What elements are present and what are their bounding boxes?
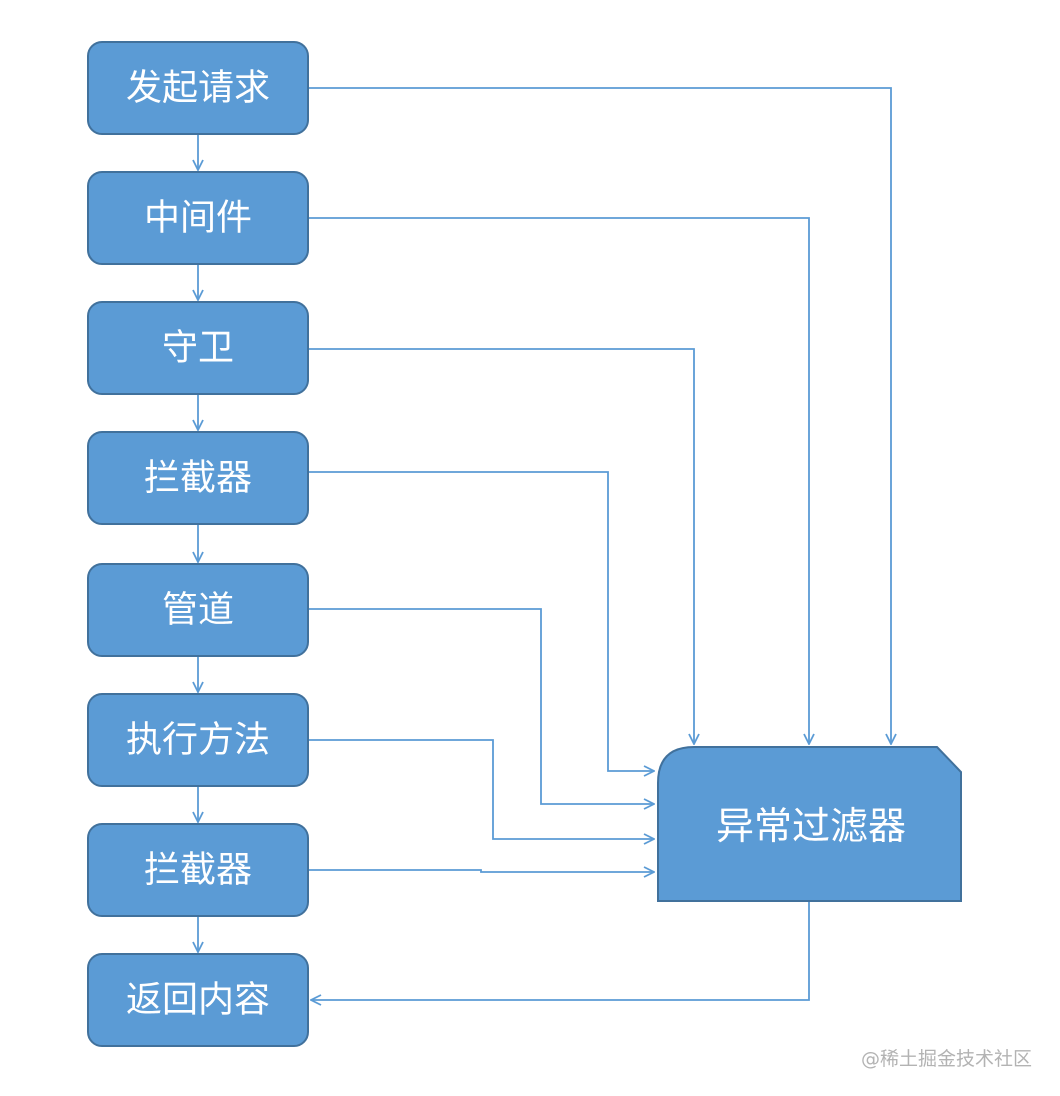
step-label: 中间件 [144, 198, 252, 239]
exception-arrow-interceptor-before [308, 471, 654, 771]
step-interceptor-after: 拦截器 [87, 823, 309, 917]
step-label: 拦截器 [144, 458, 252, 499]
step-pipe: 管道 [87, 563, 309, 657]
step-label: 执行方法 [126, 720, 270, 761]
exception-arrow-middleware [308, 217, 809, 744]
exception-arrow-request [308, 87, 891, 744]
step-handler: 执行方法 [87, 693, 309, 787]
step-label: 拦截器 [144, 850, 252, 891]
exception-arrow-guard [308, 348, 694, 744]
step-label: 返回内容 [126, 980, 270, 1021]
step-label: 守卫 [162, 328, 234, 369]
exception-arrow-pipe [308, 608, 654, 804]
step-request: 发起请求 [87, 41, 309, 135]
exception-filter-label: 异常过滤器 [716, 804, 906, 848]
step-guard: 守卫 [87, 301, 309, 395]
watermark: @稀土掘金技术社区 [860, 1048, 1032, 1070]
step-label: 发起请求 [126, 68, 270, 109]
step-middleware: 中间件 [87, 171, 309, 265]
exception-arrow-handler [308, 739, 654, 839]
step-interceptor-before: 拦截器 [87, 431, 309, 525]
step-label: 管道 [162, 590, 234, 631]
exception-arrow-interceptor-after [308, 870, 654, 872]
exception-filter-box: 异常过滤器 [657, 746, 962, 902]
connectors [198, 87, 891, 1000]
step-response: 返回内容 [87, 953, 309, 1047]
filter-to-response-arrow [311, 902, 810, 1000]
